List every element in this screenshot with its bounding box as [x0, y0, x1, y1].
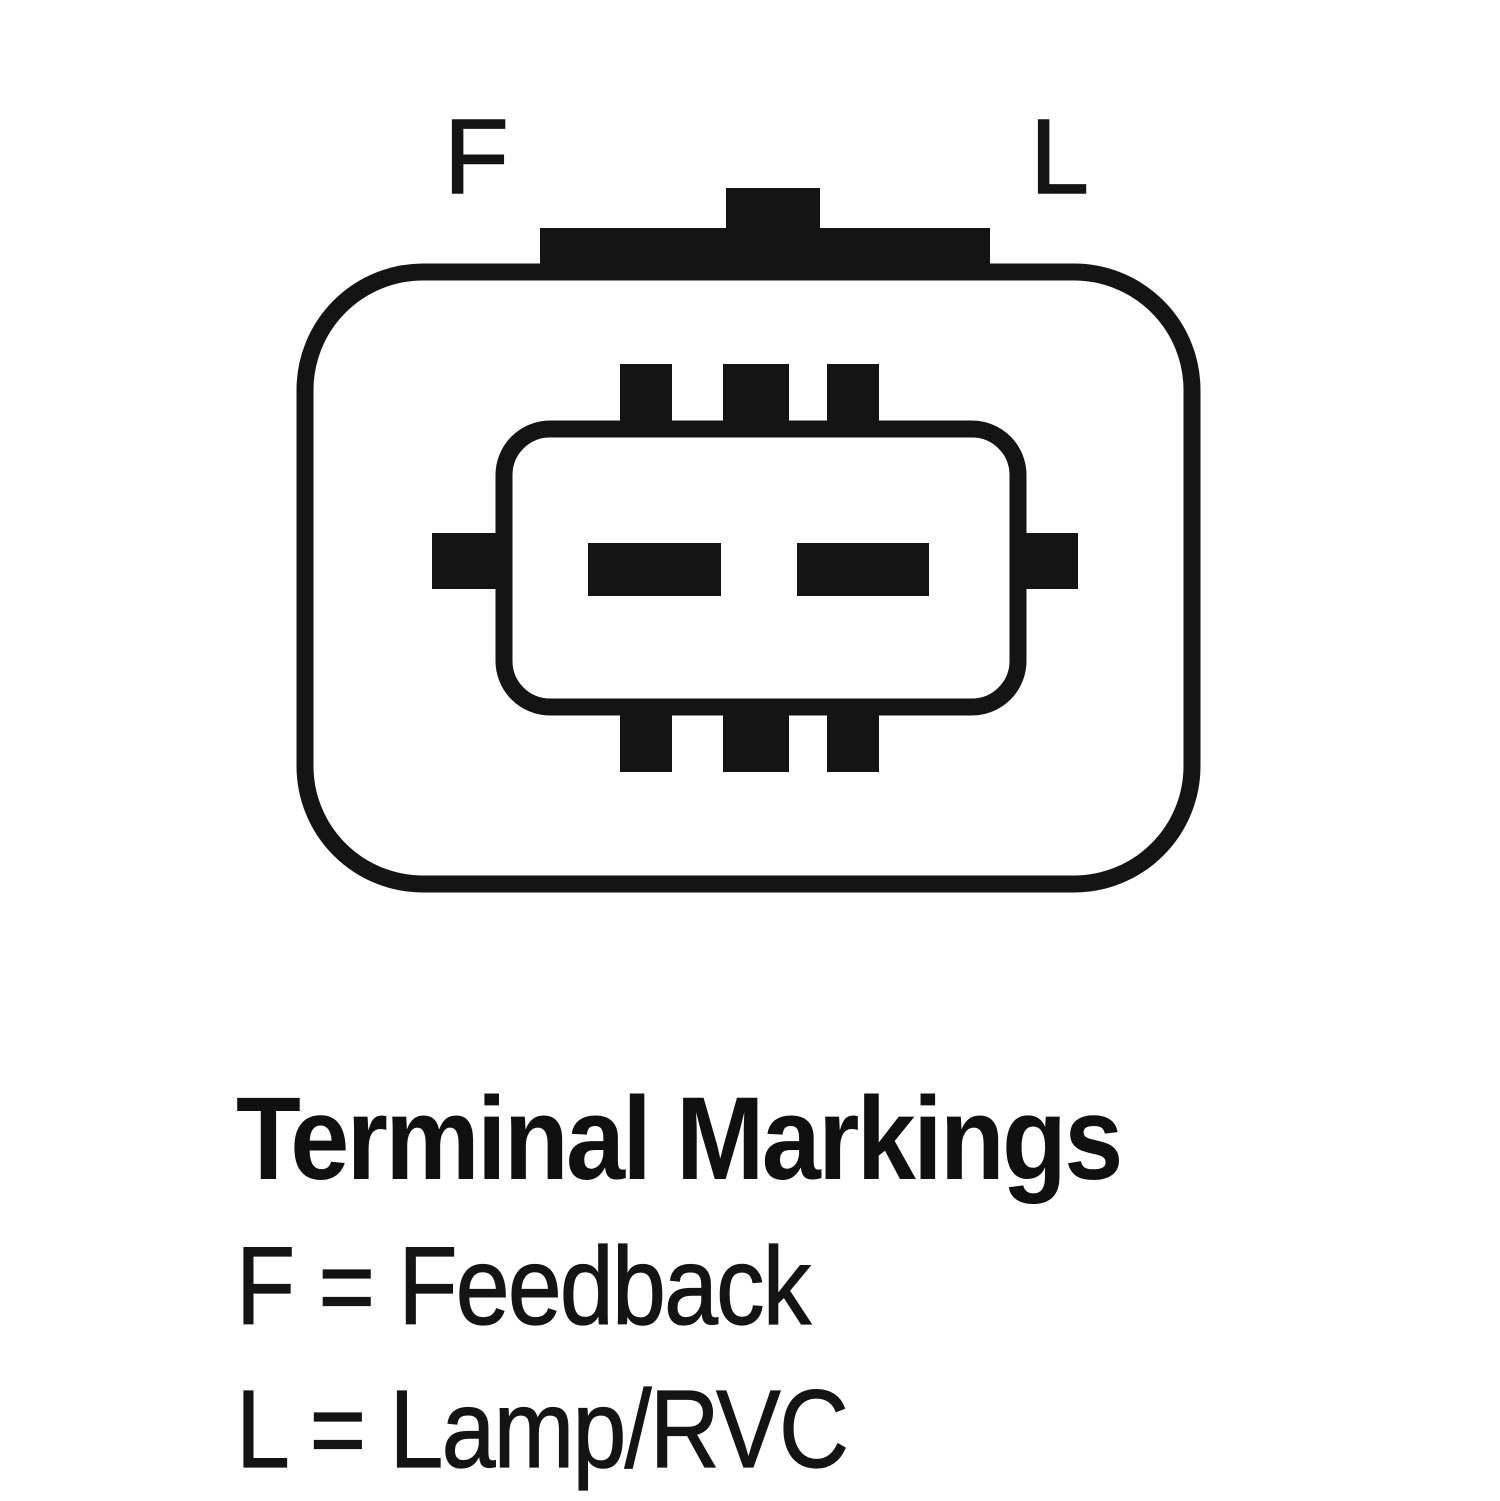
pin-label-f: F — [443, 98, 509, 216]
pin-label-l: L — [1029, 98, 1090, 216]
connector-diagram: F L — [296, 98, 1201, 893]
connector-drawing — [296, 188, 1201, 893]
connector-inner-shroud — [495, 420, 1027, 716]
connector-locking-nub — [726, 188, 820, 230]
legend-line-l: L = Lamp/RVC — [235, 1368, 849, 1492]
terminal-slot-l — [797, 543, 929, 596]
legend-title: Terminal Markings — [236, 1073, 1123, 1205]
terminal-markings-legend: Terminal Markings F = Feedback L = Lamp/… — [235, 1070, 1436, 1501]
legend-line-f: F = Feedback — [235, 1225, 811, 1349]
connector-top-flange — [540, 228, 990, 274]
terminal-slot-f — [588, 543, 721, 596]
